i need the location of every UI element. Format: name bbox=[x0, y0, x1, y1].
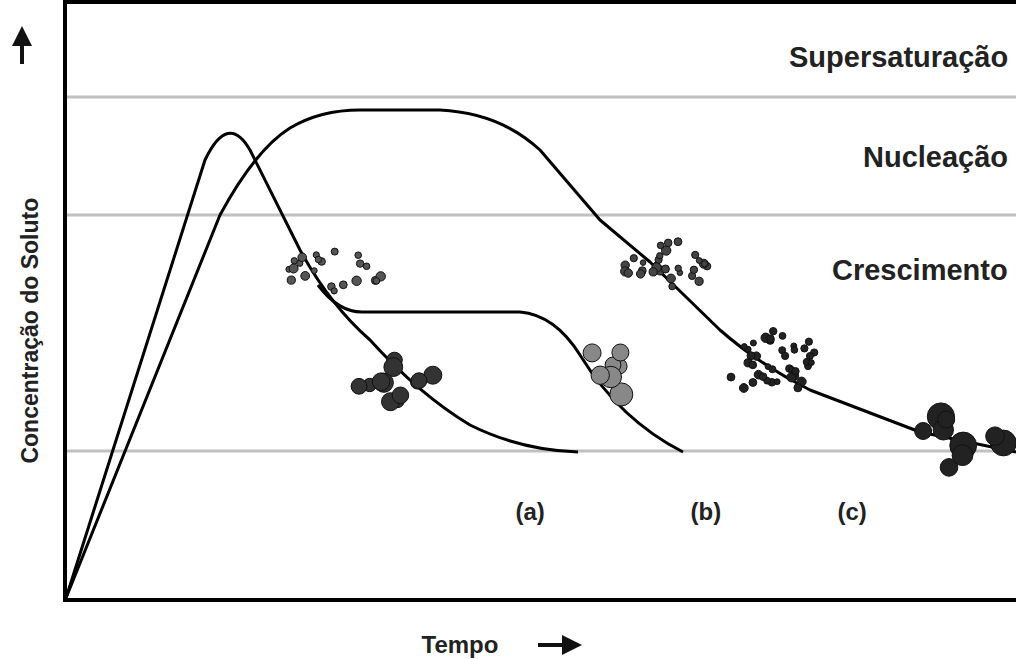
crystal bbox=[769, 366, 776, 373]
zone-label: Crescimento bbox=[830, 255, 1010, 287]
crystal bbox=[351, 378, 367, 394]
curve-c bbox=[66, 110, 1016, 598]
crystal bbox=[669, 283, 676, 290]
crystal bbox=[331, 288, 337, 294]
crystal bbox=[311, 268, 317, 274]
crystal bbox=[661, 265, 669, 273]
crystal bbox=[372, 373, 390, 391]
crystal bbox=[675, 265, 681, 271]
crystal bbox=[808, 360, 814, 366]
curve-b bbox=[318, 285, 683, 452]
crystal bbox=[692, 251, 699, 258]
crystal bbox=[371, 276, 379, 284]
curve-a bbox=[66, 133, 578, 598]
crystal bbox=[630, 255, 637, 262]
crystal bbox=[770, 328, 777, 335]
crystal bbox=[986, 427, 1005, 446]
crystal bbox=[747, 352, 755, 360]
plot-frame bbox=[63, 0, 1016, 601]
crystal bbox=[690, 266, 697, 273]
crystal bbox=[749, 361, 757, 369]
crystal bbox=[352, 276, 361, 285]
crystal bbox=[289, 264, 298, 273]
crystal bbox=[741, 344, 747, 350]
curve-label: (a) bbox=[514, 499, 547, 525]
crystal bbox=[591, 366, 609, 384]
crystal bbox=[727, 373, 735, 381]
crystal bbox=[952, 445, 973, 466]
zone-label: Nucleação bbox=[861, 142, 1010, 174]
axis-title: Concentração do Soluto bbox=[18, 195, 43, 465]
crystal bbox=[664, 239, 672, 247]
crystal bbox=[801, 345, 808, 352]
crystal bbox=[356, 260, 363, 267]
crystal bbox=[750, 340, 756, 346]
crystal bbox=[791, 347, 798, 354]
crystal bbox=[363, 263, 370, 270]
crystal bbox=[411, 373, 427, 389]
crystal bbox=[792, 368, 799, 375]
crystal bbox=[331, 248, 338, 255]
crystal bbox=[674, 238, 682, 246]
crystal bbox=[640, 260, 646, 266]
crystal bbox=[624, 269, 632, 277]
crystal bbox=[938, 411, 955, 428]
crystal bbox=[649, 268, 657, 276]
axis-title: Tempo bbox=[420, 632, 501, 658]
crystal bbox=[927, 403, 954, 430]
curve-label: (b) bbox=[689, 499, 724, 525]
crystal bbox=[759, 373, 767, 381]
y-arrow bbox=[20, 36, 24, 64]
crystal bbox=[612, 344, 629, 361]
crystal bbox=[739, 384, 748, 393]
crystal bbox=[298, 253, 307, 262]
crystal bbox=[805, 338, 812, 345]
curves bbox=[66, 110, 1016, 598]
crystal bbox=[657, 253, 663, 259]
crystal bbox=[287, 276, 295, 284]
curve-label: (c) bbox=[836, 499, 869, 525]
crystal bbox=[915, 423, 932, 440]
crystal bbox=[339, 281, 347, 289]
crystal bbox=[774, 379, 780, 385]
crystal bbox=[301, 272, 310, 281]
crystal-clusters bbox=[286, 238, 1016, 476]
zone-label: Supersaturação bbox=[787, 42, 1010, 74]
crystal bbox=[782, 352, 789, 359]
crystal bbox=[657, 242, 664, 249]
crystal bbox=[767, 335, 775, 343]
x-arrow bbox=[538, 643, 572, 647]
crystal bbox=[583, 344, 601, 362]
crystal bbox=[355, 252, 362, 259]
crystal bbox=[392, 387, 409, 404]
crystal bbox=[696, 258, 702, 264]
crystal bbox=[749, 379, 757, 387]
crystal bbox=[315, 256, 321, 262]
crystal bbox=[794, 384, 802, 392]
crystal bbox=[636, 270, 644, 278]
crystal bbox=[779, 333, 786, 340]
crystal bbox=[695, 277, 703, 285]
crystal bbox=[667, 274, 676, 283]
crystal bbox=[373, 278, 380, 285]
